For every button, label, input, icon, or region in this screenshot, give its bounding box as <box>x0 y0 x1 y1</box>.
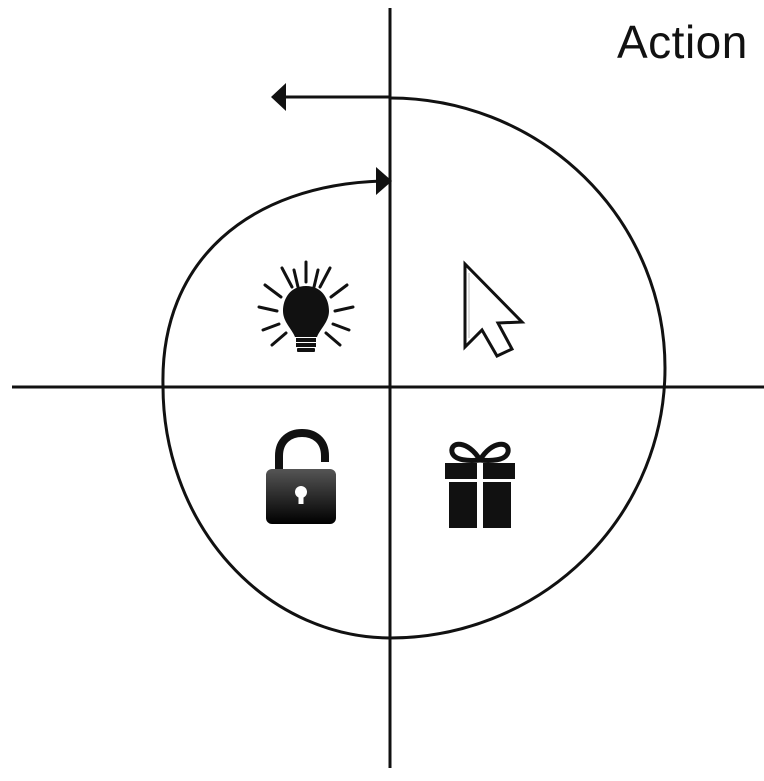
outer-cycle-arc <box>161 96 667 640</box>
action-label: Action <box>617 16 748 68</box>
inner-cycle-arc <box>161 179 383 387</box>
cursor-arrow-icon <box>463 260 526 358</box>
gift-icon <box>445 441 515 528</box>
inner-arc-arrowhead <box>376 167 392 195</box>
lightbulb-icon <box>257 260 355 352</box>
top-feedback-arrowhead <box>271 83 286 111</box>
open-padlock-icon <box>266 428 336 524</box>
